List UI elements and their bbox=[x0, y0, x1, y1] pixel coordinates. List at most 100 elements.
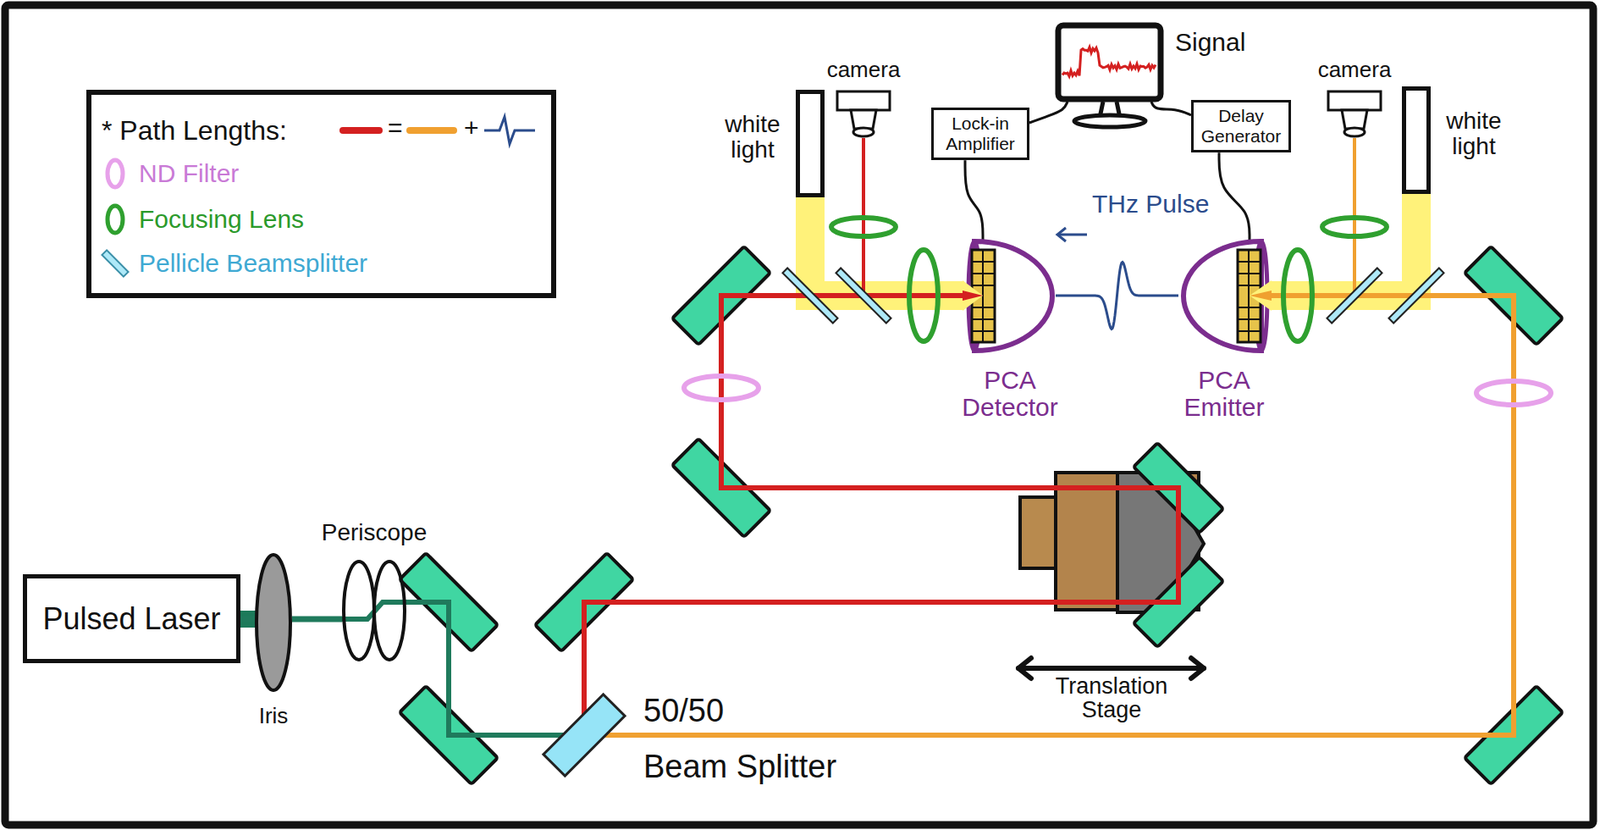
stage-arrow-head bbox=[1018, 657, 1032, 679]
white-light: white light bbox=[1401, 86, 1431, 194]
part-label: Periscope bbox=[316, 519, 432, 547]
laser-box: Pulsed Laser bbox=[22, 573, 241, 663]
focusing-lens bbox=[831, 217, 896, 237]
camera-lens bbox=[850, 110, 877, 129]
periscope-shape bbox=[342, 558, 407, 663]
legend-text: ND Filter bbox=[138, 159, 239, 188]
translation-stage: Translation Stage bbox=[1020, 469, 1236, 618]
part-label: Beam Splitter bbox=[643, 749, 837, 785]
pca-emitter: PCA Emitter bbox=[1178, 239, 1270, 353]
legend-sample-wave bbox=[484, 116, 536, 144]
iris: Iris bbox=[254, 552, 293, 692]
pellicle-beamsplitter bbox=[1388, 267, 1444, 323]
legend-sample-nd bbox=[107, 160, 123, 188]
laser-beam bbox=[292, 616, 343, 623]
pca-detector: PCA Detector bbox=[964, 239, 1056, 353]
periscope-mirror bbox=[343, 561, 375, 660]
thz-pulse bbox=[1055, 262, 1179, 330]
legend-sample-pellicle bbox=[101, 249, 128, 276]
camera: camera bbox=[1326, 89, 1383, 138]
part-label: Iris bbox=[231, 703, 316, 729]
pca-lens bbox=[1183, 241, 1262, 351]
focus-cone bbox=[1249, 290, 1272, 301]
bias-wire bbox=[1219, 152, 1250, 240]
white-light-shape bbox=[1401, 86, 1431, 194]
nd-filter bbox=[1476, 380, 1551, 405]
legend-text: Focusing Lens bbox=[138, 204, 304, 233]
laser-port bbox=[240, 610, 258, 628]
legend-text: Pellicle Beamsplitter bbox=[138, 248, 368, 277]
beam-splitter-shape bbox=[571, 722, 597, 748]
delay-generator-box: Delay Generator bbox=[1191, 99, 1292, 153]
legend-sample-orange bbox=[409, 126, 454, 134]
focusing-lens bbox=[1283, 249, 1313, 342]
data-wire bbox=[1029, 101, 1068, 123]
camera-body bbox=[837, 91, 890, 111]
white-light: white light bbox=[795, 89, 825, 198]
legend-row: Focusing Lens bbox=[138, 204, 304, 235]
focus-cone bbox=[1249, 280, 1272, 311]
monitor-screen bbox=[1058, 25, 1161, 100]
monitor-shape bbox=[1055, 22, 1164, 102]
legend-symbol: + bbox=[463, 113, 480, 142]
legend-row: Pellicle Beamsplitter bbox=[138, 248, 368, 279]
beam-splitter: 50/50Beam Splitter bbox=[571, 722, 597, 748]
periscope-mirror bbox=[374, 561, 405, 660]
part-label: PCA Detector bbox=[946, 366, 1074, 421]
part-label: white light bbox=[1437, 108, 1511, 160]
stage-arrow-head bbox=[1191, 657, 1204, 679]
page-frame bbox=[5, 5, 1594, 825]
beam-splitter-glass bbox=[543, 694, 625, 776]
legend-row: * Path Lengths: bbox=[101, 115, 287, 146]
stage-block bbox=[1020, 496, 1056, 569]
pca-emitter-shape bbox=[1178, 239, 1270, 353]
pellicle-beamsplitter bbox=[835, 267, 891, 323]
white-light-source bbox=[1404, 88, 1429, 193]
box-label: Pulsed Laser bbox=[42, 601, 221, 637]
monitor-base bbox=[1074, 115, 1146, 127]
box-label: Delay Generator bbox=[1197, 105, 1285, 147]
legend-text: * Path Lengths: bbox=[101, 115, 287, 146]
focus-cone bbox=[962, 280, 983, 311]
white-light-beam bbox=[810, 197, 965, 296]
box-label: Lock-in Amplifier bbox=[937, 113, 1023, 155]
periscope: Periscope bbox=[342, 558, 407, 663]
connector-group bbox=[240, 101, 1514, 735]
thz-direction-arrow bbox=[1057, 233, 1087, 237]
iris-shape bbox=[254, 552, 293, 692]
laser-beam bbox=[240, 616, 255, 623]
camera-body bbox=[1328, 91, 1381, 111]
pellicle-beamsplitter bbox=[782, 267, 838, 323]
part-label: PCA Emitter bbox=[1160, 366, 1288, 421]
signal-wire bbox=[965, 160, 983, 240]
monitor: Signal bbox=[1055, 22, 1164, 102]
white-light-source bbox=[798, 92, 823, 196]
nd-filter bbox=[684, 375, 759, 400]
pellicle-beamsplitter bbox=[1326, 267, 1382, 323]
camera-lens-glass bbox=[853, 127, 874, 137]
signal-trace bbox=[1062, 47, 1156, 77]
part-label: 50/50 bbox=[643, 693, 724, 729]
pump-beam bbox=[596, 295, 1514, 735]
camera-lens bbox=[1341, 110, 1368, 129]
camera: camera bbox=[835, 89, 892, 138]
legend-sample-red bbox=[342, 126, 380, 134]
camera-shape bbox=[1326, 89, 1383, 138]
focusing-lens bbox=[1322, 217, 1387, 237]
part-label: white light bbox=[716, 111, 789, 163]
legend-row: ND Filter bbox=[138, 158, 239, 189]
part-label: Translation Stage bbox=[1039, 673, 1184, 722]
focusing-lens bbox=[909, 249, 938, 342]
pca-detector-shape bbox=[964, 239, 1056, 353]
edge-label: THz Pulse bbox=[1092, 189, 1209, 218]
white-light-beam bbox=[1269, 193, 1417, 296]
lock-in-box: Lock-in Amplifier bbox=[931, 107, 1030, 160]
part-label: camera bbox=[821, 57, 906, 83]
laser-beam bbox=[406, 601, 572, 735]
part-label: Signal bbox=[1175, 27, 1246, 56]
focus-cone bbox=[962, 290, 983, 301]
delay-beam bbox=[1020, 487, 1179, 602]
iris-shape bbox=[256, 554, 291, 690]
translation-stage-shape bbox=[1020, 469, 1236, 618]
